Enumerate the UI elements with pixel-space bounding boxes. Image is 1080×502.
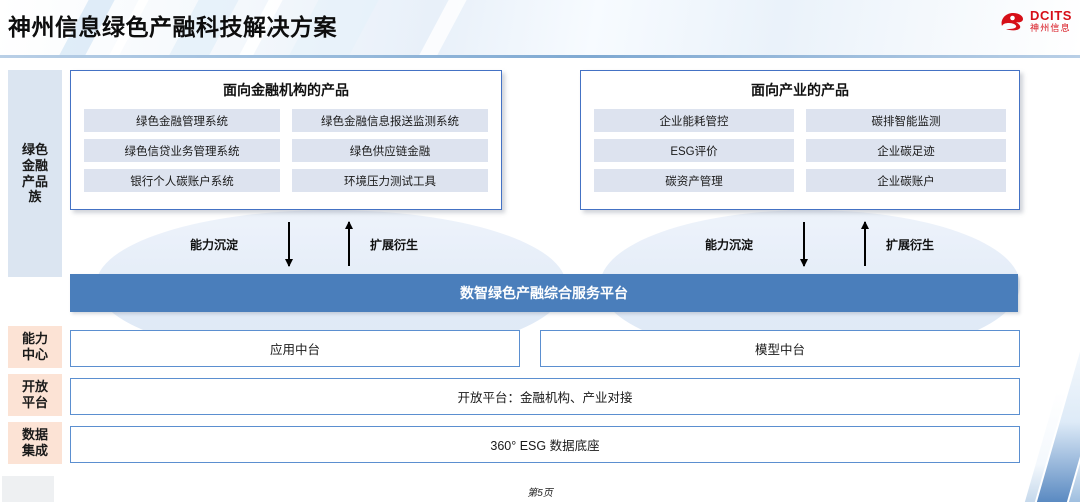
product-item[interactable]: 环境压力测试工具: [292, 169, 488, 192]
row-label: 应用中台: [269, 343, 320, 357]
brand-logo: DCITS 神州信息: [999, 9, 1072, 33]
product-item[interactable]: 企业能耗管控: [594, 109, 794, 132]
sidebar-item-green-finance-family[interactable]: 绿色 金融 产品 族: [8, 70, 62, 277]
arrow-up-icon: [344, 221, 354, 266]
panel-title: 面向金融机构的产品: [223, 82, 349, 98]
sidebar-item-capability-center[interactable]: 能力 中心: [8, 326, 62, 368]
flow-right-capability-precipitation: 能力沉淀: [705, 222, 809, 267]
corner-gray-decor: [2, 476, 54, 502]
dcits-swoosh-icon: [999, 10, 1025, 32]
logo-text-en: DCITS: [1030, 8, 1072, 23]
platform-bar[interactable]: 数智绿色产融综合服务平台: [70, 274, 1018, 312]
header-divider: [0, 55, 1080, 58]
sidebar-item-open-platform[interactable]: 开放 平台: [8, 374, 62, 416]
product-item[interactable]: 绿色信贷业务管理系统: [84, 139, 280, 162]
product-item[interactable]: 银行个人碳账户系统: [84, 169, 280, 192]
flow-right-extension-derivation: 扩展衍生: [860, 221, 935, 266]
row-label: 360° ESG 数据底座: [490, 439, 600, 453]
product-item[interactable]: 绿色金融管理系统: [84, 109, 280, 132]
row-data-base[interactable]: 360° ESG 数据底座: [70, 426, 1020, 463]
product-item[interactable]: 绿色供应链金融: [292, 139, 488, 162]
arrow-down-icon: [799, 222, 809, 267]
arrow-down-icon: [284, 222, 294, 267]
header-streak-decor: [400, 0, 478, 58]
row-model-middle-platform[interactable]: 模型中台: [540, 330, 1020, 367]
sidebar-label: 数据 集成: [21, 427, 48, 458]
page-title: 神州信息绿色产融科技解决方案: [8, 14, 337, 40]
panel-industry-products: 面向产业的产品 企业能耗管控 碳排智能监测 ESG评价 企业碳足迹 碳资产管理 …: [580, 70, 1020, 210]
row-open-platform[interactable]: 开放平台：金融机构、产业对接: [70, 378, 1020, 415]
platform-label: 数智绿色产融综合服务平台: [460, 285, 628, 301]
flow-label: 能力沉淀: [190, 237, 239, 252]
sidebar-label: 绿色 金融 产品 族: [21, 141, 48, 205]
flow-left-extension-derivation: 扩展衍生: [344, 221, 419, 266]
product-item[interactable]: 碳排智能监测: [806, 109, 1006, 132]
flow-label: 扩展衍生: [370, 237, 419, 252]
sidebar-label: 开放 平台: [21, 379, 48, 410]
row-label: 模型中台: [754, 343, 805, 357]
row-label: 开放平台：金融机构、产业对接: [457, 391, 633, 405]
row-app-middle-platform[interactable]: 应用中台: [70, 330, 520, 367]
sidebar-item-data-integration[interactable]: 数据 集成: [8, 422, 62, 464]
logo-text-cn: 神州信息: [1030, 23, 1071, 33]
product-item[interactable]: 企业碳账户: [806, 169, 1006, 192]
product-item[interactable]: 企业碳足迹: [806, 139, 1006, 162]
panel-item-grid: 企业能耗管控 碳排智能监测 ESG评价 企业碳足迹 碳资产管理 企业碳账户: [581, 100, 1019, 192]
flow-left-capability-precipitation: 能力沉淀: [190, 222, 294, 267]
panel-item-grid: 绿色金融管理系统 绿色金融信息报送监测系统 绿色信贷业务管理系统 绿色供应链金融…: [71, 100, 501, 192]
page-footer: 第5页: [527, 488, 553, 499]
flow-label: 能力沉淀: [705, 237, 754, 252]
product-item[interactable]: 绿色金融信息报送监测系统: [292, 109, 488, 132]
arrow-up-icon: [860, 221, 870, 266]
panel-financial-institution-products: 面向金融机构的产品 绿色金融管理系统 绿色金融信息报送监测系统 绿色信贷业务管理…: [70, 70, 502, 210]
panel-title: 面向产业的产品: [751, 82, 849, 98]
product-item[interactable]: ESG评价: [594, 139, 794, 162]
header-divider-highlight: [0, 58, 1080, 59]
product-item[interactable]: 碳资产管理: [594, 169, 794, 192]
sidebar-label: 能力 中心: [21, 331, 48, 362]
flow-label: 扩展衍生: [886, 237, 935, 252]
page-header: 神州信息绿色产融科技解决方案 DCITS 神州信息: [0, 0, 1080, 58]
